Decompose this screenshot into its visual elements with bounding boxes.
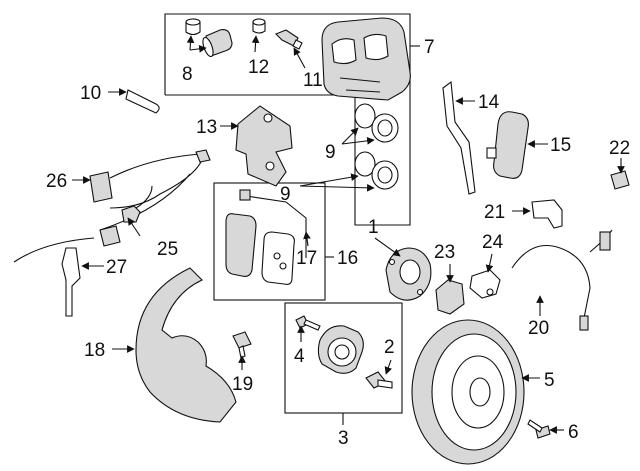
wire-bracket-part[interactable] xyxy=(61,247,81,317)
arrow-12 xyxy=(251,35,260,53)
hub-bolt-small-part[interactable] xyxy=(295,315,321,331)
bleeder-cap-part[interactable] xyxy=(252,18,266,34)
arrow-11 xyxy=(293,47,306,69)
hose-bracket-part[interactable] xyxy=(469,269,501,299)
callout-25: 25 xyxy=(157,239,178,260)
clip-part[interactable] xyxy=(610,170,630,190)
brake-pad-outer-part[interactable] xyxy=(486,111,529,179)
callout-20: 20 xyxy=(528,318,549,339)
guide-pin-part[interactable] xyxy=(125,89,160,114)
callout-7: 7 xyxy=(424,37,435,58)
callout-2: 2 xyxy=(384,337,395,358)
callout-6: 6 xyxy=(568,422,579,443)
wheel-bearing-hub-part[interactable] xyxy=(317,325,364,374)
arrow-9c xyxy=(299,173,359,187)
callout-10: 10 xyxy=(80,83,101,104)
callout-1: 1 xyxy=(368,217,379,238)
anti-rattle-spring-part[interactable] xyxy=(442,80,476,195)
callout-13: 13 xyxy=(196,117,217,138)
bleeder-screw-part[interactable] xyxy=(275,29,303,50)
callout-15: 15 xyxy=(550,135,571,156)
callout-14: 14 xyxy=(478,92,500,113)
callout-12: 12 xyxy=(248,57,269,78)
callout-22: 22 xyxy=(609,138,630,159)
callout-27: 27 xyxy=(106,257,127,278)
callout-5: 5 xyxy=(544,370,555,391)
hub-bolt-part[interactable] xyxy=(365,371,393,389)
brake-rotor-part[interactable] xyxy=(411,319,525,465)
arrow-9b xyxy=(341,137,375,145)
caliper-bracket-part[interactable] xyxy=(235,105,293,187)
wheel-hub-part[interactable] xyxy=(385,247,432,301)
callout-18: 18 xyxy=(84,340,105,361)
callout-26: 26 xyxy=(46,171,67,192)
brake-caliper-part[interactable] xyxy=(321,17,411,101)
arrow-2 xyxy=(384,359,392,375)
callout-23: 23 xyxy=(434,242,455,263)
speed-sensor-part[interactable] xyxy=(121,185,153,223)
sensor-holder-part[interactable] xyxy=(435,279,465,315)
brake-hose-part[interactable] xyxy=(511,229,613,331)
bracket-clip-part[interactable] xyxy=(531,199,563,229)
callout-21: 21 xyxy=(484,202,505,223)
arrow-8a xyxy=(186,35,195,51)
callout-4: 4 xyxy=(294,346,305,367)
arrow-17 xyxy=(303,231,311,247)
arrow-9d xyxy=(299,183,375,192)
arrow-24 xyxy=(485,253,494,273)
callout-24: 24 xyxy=(482,232,504,253)
callout-3: 3 xyxy=(338,428,349,449)
arrow-25 xyxy=(127,217,141,237)
arrow-8b xyxy=(189,45,207,53)
dust-cap-part[interactable] xyxy=(185,18,233,58)
arrow-1 xyxy=(374,237,401,257)
callout-17: 17 xyxy=(296,248,317,269)
callout-9-lower: 9 xyxy=(280,184,291,205)
rotor-screw-part[interactable] xyxy=(527,419,551,439)
piston-seal-lower-part[interactable] xyxy=(354,151,399,190)
splash-shield-part[interactable] xyxy=(135,267,237,423)
shield-bolt-part[interactable] xyxy=(232,331,252,359)
callout-16: 16 xyxy=(337,248,358,269)
callout-19: 19 xyxy=(232,374,253,395)
piston-seal-upper-part[interactable] xyxy=(354,103,399,143)
callout-11: 11 xyxy=(303,70,323,91)
callout-8: 8 xyxy=(182,64,193,85)
brake-pad-set-part[interactable] xyxy=(225,213,295,285)
wear-sensor-wire-part[interactable] xyxy=(13,149,211,263)
callout-9-upper: 9 xyxy=(325,142,336,163)
arrow-9a xyxy=(341,127,359,145)
